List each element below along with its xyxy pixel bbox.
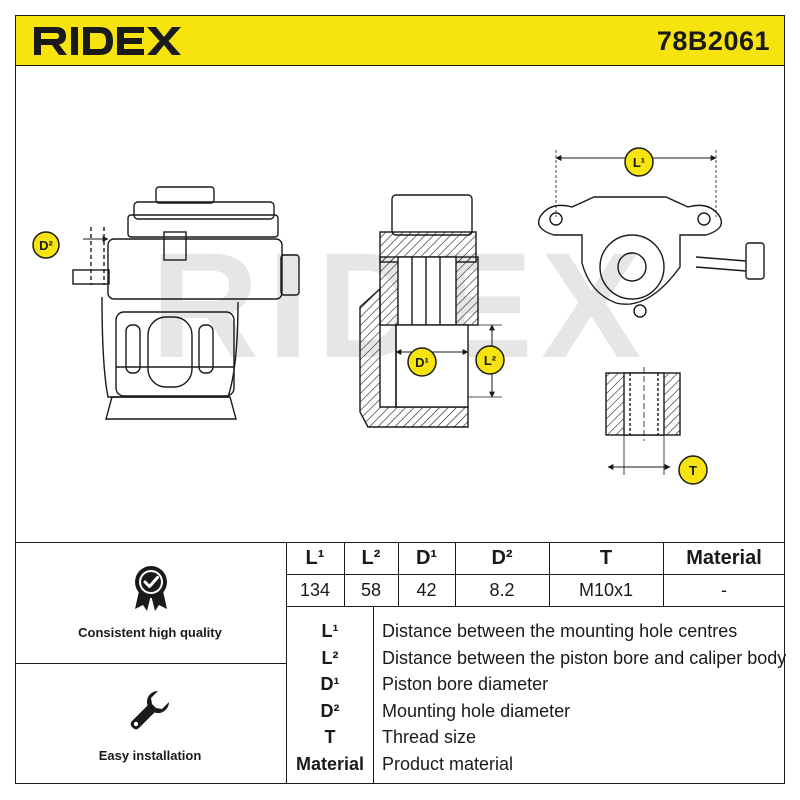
caliper-side-view [72, 186, 300, 420]
content-frame [15, 66, 785, 784]
badge-d1: D¹ [407, 347, 437, 377]
feature-label-installation: Easy installation [98, 748, 202, 763]
spec-header-t: T [599, 546, 613, 569]
col-divider-2 [398, 542, 399, 606]
col-divider-5 [663, 542, 664, 606]
brand-logo [34, 27, 181, 55]
spec-header-l1: L¹ [305, 546, 325, 569]
badge-d2: D² [32, 231, 60, 259]
legend-description: Distance between the piston bore and cal… [382, 647, 787, 668]
table-header-divider [286, 574, 785, 575]
legend-row: L² Distance between the piston bore and … [287, 645, 787, 671]
thread-section-view [605, 367, 681, 441]
technical-drawing: RIDEX D² [32, 147, 765, 485]
spec-header-d2: D² [491, 546, 513, 569]
spec-value-material: - [721, 579, 727, 600]
legend-symbol: L² [321, 647, 339, 668]
col-divider-4 [549, 542, 550, 606]
spec-value-t: M10x1 [578, 579, 634, 600]
caliper-top-view [537, 196, 765, 318]
feature-label-quality: Consistent high quality [78, 625, 222, 640]
legend-description: Distance between the mounting hole centr… [382, 620, 738, 641]
svg-text:D²: D² [39, 238, 53, 253]
spec-value-l1: 134 [299, 579, 331, 600]
legend-row: D² Mounting hole diameter [287, 698, 785, 724]
legend-divider [373, 606, 374, 784]
quality-badge-icon [135, 566, 167, 611]
spec-value-d1: 42 [416, 579, 437, 600]
wrench-icon [130, 690, 170, 730]
svg-text:D¹: D¹ [415, 355, 429, 370]
header-bar: 78B2061 [15, 15, 785, 66]
legend-description: Mounting hole diameter [382, 700, 571, 721]
legend-row: Material Product material [287, 751, 785, 777]
col-divider-1 [344, 542, 345, 606]
legend-description: Piston bore diameter [382, 673, 549, 694]
spec-header-material: Material [686, 546, 762, 569]
legend-symbol: D² [320, 700, 340, 721]
legend-symbol: L¹ [321, 620, 339, 641]
feature-divider [15, 663, 286, 664]
svg-text:L²: L² [484, 353, 497, 368]
legend-symbol: T [324, 726, 336, 747]
spec-value-l2: 58 [360, 579, 382, 600]
badge-l2: L² [475, 345, 505, 375]
badge-t: T [678, 455, 708, 485]
spec-header-d1: D¹ [415, 546, 438, 569]
legend-row: D¹ Piston bore diameter [287, 671, 785, 697]
legend-row: L¹ Distance between the mounting hole ce… [287, 618, 785, 644]
svg-text:L¹: L¹ [633, 155, 645, 170]
feature-column-divider [286, 542, 287, 784]
legend-description: Thread size [382, 726, 477, 747]
spec-value-d2: 8.2 [489, 579, 515, 600]
legend-symbol: D¹ [320, 673, 340, 694]
table-top-border [15, 542, 785, 543]
svg-text:T: T [689, 463, 697, 478]
legend-row: T Thread size [287, 724, 785, 750]
spec-header-l2: L² [361, 546, 381, 569]
badge-l1: L¹ [624, 147, 654, 177]
legend-symbol: Material [295, 753, 365, 774]
legend-description: Product material [382, 753, 514, 774]
table-values-divider [286, 606, 785, 607]
part-number: 78B2061 [656, 26, 770, 56]
col-divider-3 [455, 542, 456, 606]
